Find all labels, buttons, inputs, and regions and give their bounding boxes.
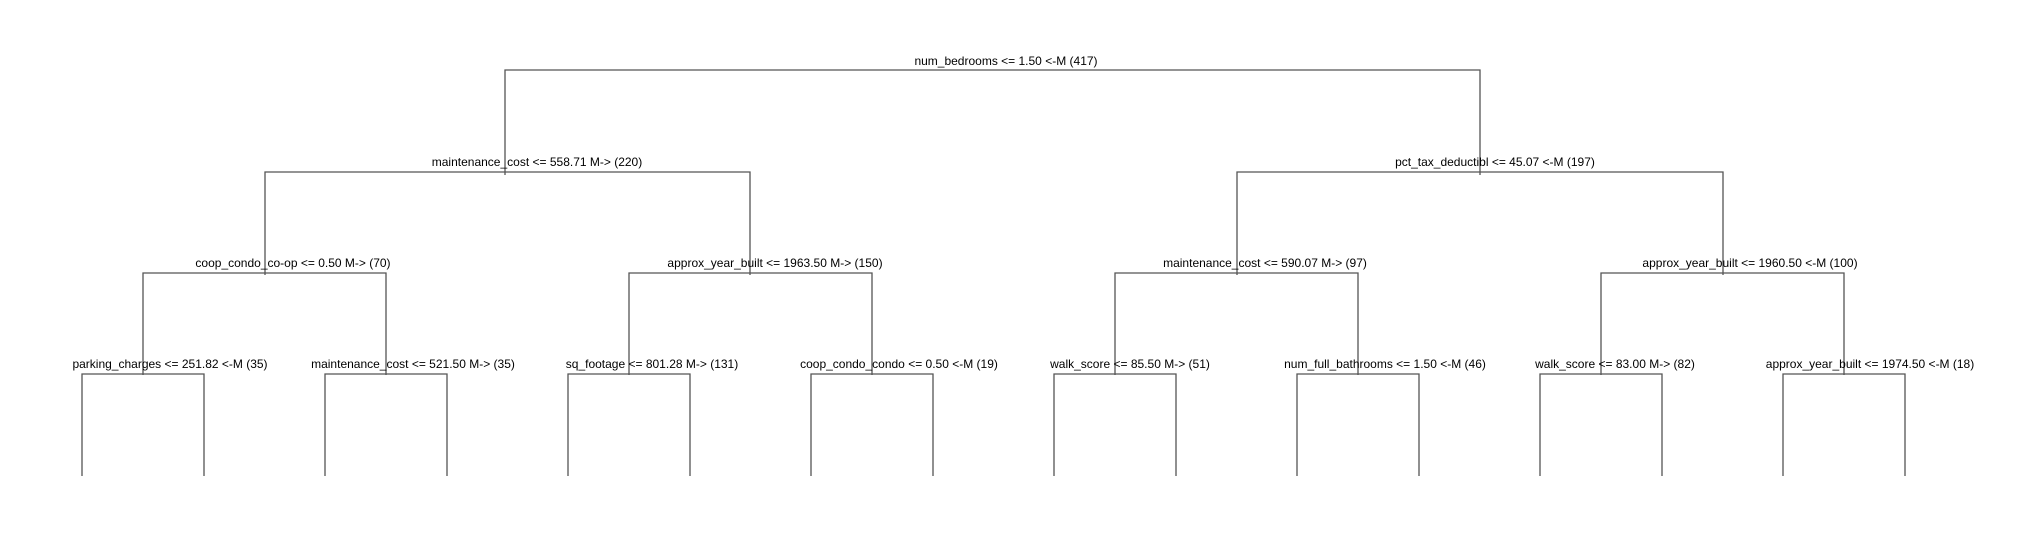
node-label-rl: maintenance_cost <= 590.07 M-> (97)	[1163, 256, 1367, 270]
tree-edge-lrl	[567, 373, 691, 476]
tree-edge-lr	[628, 272, 873, 375]
tree-edge-rll	[1053, 373, 1177, 476]
tree-edge-rr	[1600, 272, 1845, 375]
node-label-ll: coop_condo_co-op <= 0.50 M-> (70)	[195, 256, 390, 270]
node-label-lrl: sq_footage <= 801.28 M-> (131)	[566, 357, 738, 371]
tree-edge-r	[1236, 171, 1724, 275]
tree-edge-llr	[324, 373, 448, 476]
node-label-rr: approx_year_built <= 1960.50 <-M (100)	[1642, 256, 1857, 270]
tree-edge-l	[264, 171, 751, 275]
node-label-lll: parking_charges <= 251.82 <-M (35)	[72, 357, 267, 371]
node-label-l: maintenance_cost <= 558.71 M-> (220)	[432, 155, 642, 169]
tree-edge-lrr	[810, 373, 934, 476]
tree-edge-root	[504, 69, 1481, 175]
tree-edge-rrr	[1782, 373, 1906, 476]
tree-edge-ll	[142, 272, 387, 375]
node-label-llr: maintenance_cost <= 521.50 M-> (35)	[311, 357, 515, 371]
node-label-rrl: walk_score <= 83.00 M-> (82)	[1534, 357, 1695, 371]
tree-edge-lll	[81, 373, 205, 476]
tree-edge-rl	[1114, 272, 1359, 375]
node-label-rll: walk_score <= 85.50 M-> (51)	[1049, 357, 1210, 371]
tree-edge-rlr	[1296, 373, 1420, 476]
tree-edge-rrl	[1539, 373, 1663, 476]
node-label-r: pct_tax_deductibl <= 45.07 <-M (197)	[1395, 155, 1595, 169]
node-label-rrr: approx_year_built <= 1974.50 <-M (18)	[1766, 357, 1974, 371]
node-label-rlr: num_full_bathrooms <= 1.50 <-M (46)	[1284, 357, 1486, 371]
node-label-lr: approx_year_built <= 1963.50 M-> (150)	[667, 256, 882, 270]
node-label-lrr: coop_condo_condo <= 0.50 <-M (19)	[800, 357, 998, 371]
node-label-root: num_bedrooms <= 1.50 <-M (417)	[914, 54, 1097, 68]
